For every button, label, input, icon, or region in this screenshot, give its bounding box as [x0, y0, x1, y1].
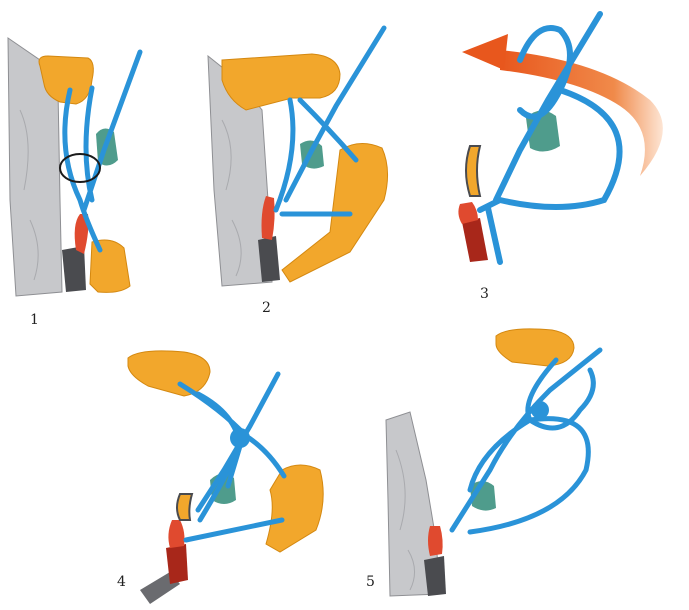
step-label-2: 2: [262, 300, 271, 316]
panel-step-3: [458, 14, 662, 262]
carabiner: [428, 526, 443, 556]
carabiner: [168, 520, 184, 548]
hand: [222, 54, 340, 110]
carabiner: [458, 202, 478, 224]
step-label-3: 3: [480, 286, 489, 302]
direction-arrow-head: [462, 34, 508, 70]
rope: [180, 374, 284, 540]
step-label-4: 4: [117, 574, 126, 590]
panel-step-4: [128, 351, 323, 604]
rope-knot: [531, 401, 549, 419]
step-label-1: 1: [30, 312, 39, 328]
panel-step-1: [8, 38, 140, 296]
hand: [266, 465, 323, 552]
rope-knot: [230, 428, 250, 448]
panel-step-5: [386, 329, 600, 596]
hand: [90, 240, 130, 292]
hand: [496, 329, 574, 366]
carabiner: [466, 146, 480, 196]
panel-step-2: [208, 28, 388, 286]
rope-loop: [60, 154, 100, 182]
step-label-5: 5: [366, 574, 375, 590]
hand: [128, 351, 210, 396]
harness-strap: [462, 218, 488, 262]
carabiner: [177, 494, 192, 520]
